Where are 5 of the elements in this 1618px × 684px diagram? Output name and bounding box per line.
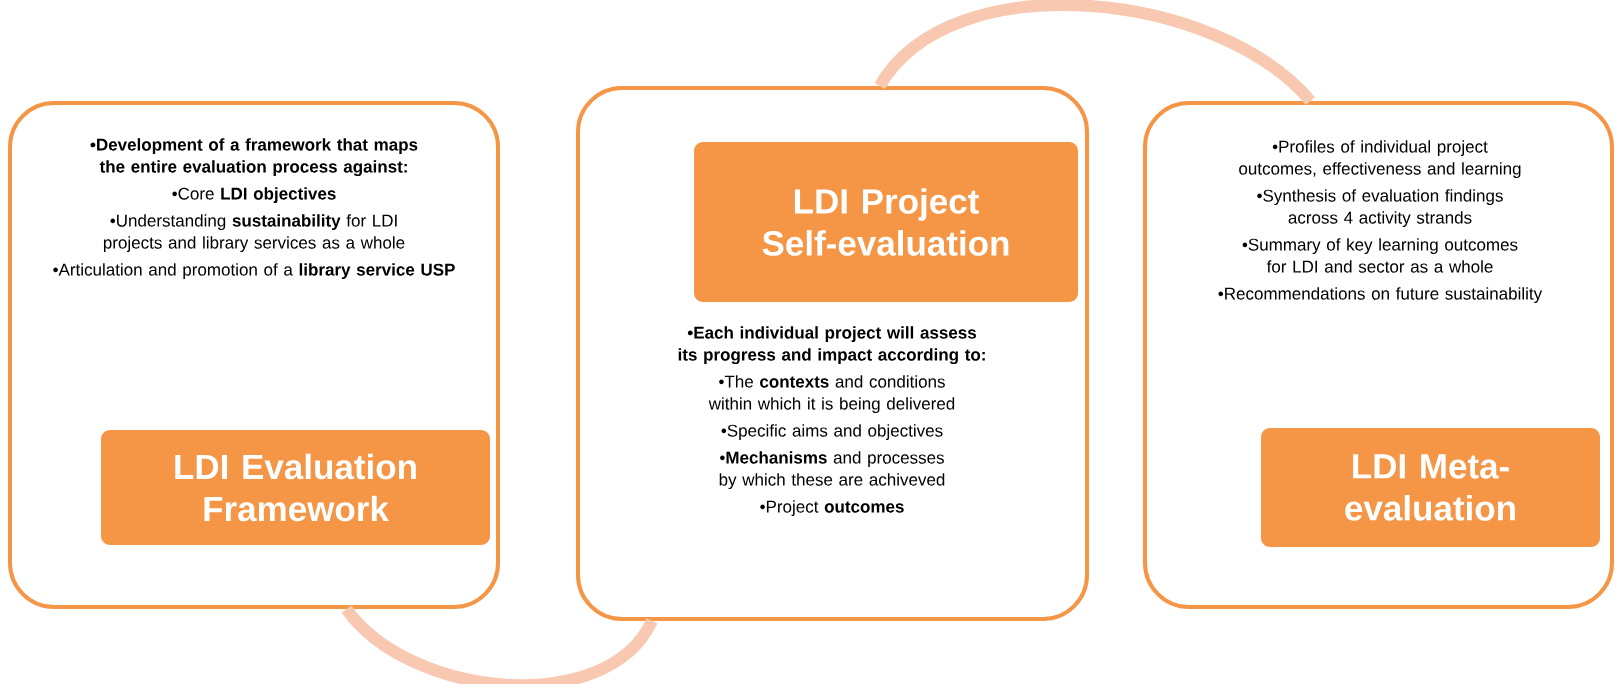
title-box: LDI Project Self-evaluation xyxy=(694,142,1078,302)
arc-connector xyxy=(874,0,1315,106)
title-box: LDI Evaluation Framework xyxy=(101,430,490,545)
title-box: LDI Meta-evaluation xyxy=(1261,428,1600,547)
arc-connector xyxy=(341,605,658,684)
